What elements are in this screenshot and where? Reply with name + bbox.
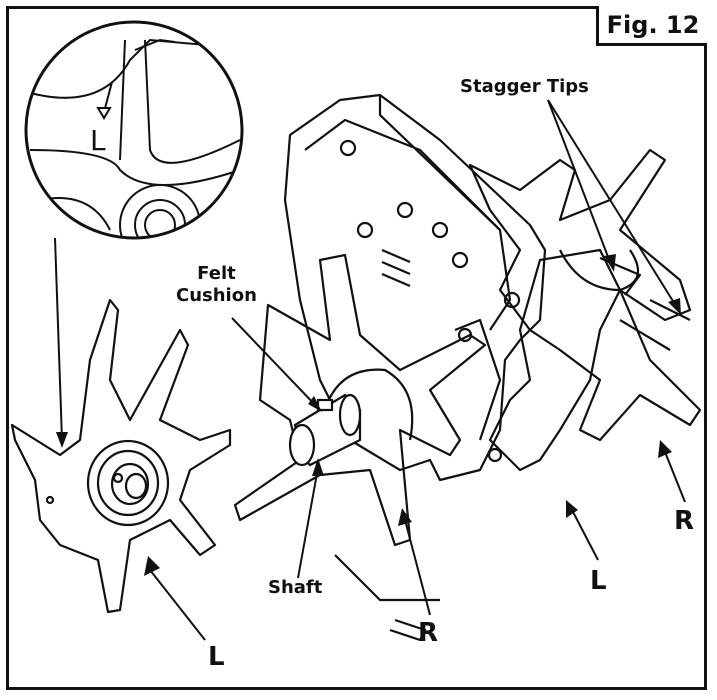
stagger-tips-label: Stagger Tips — [460, 76, 589, 97]
felt-cushion-leader — [231, 317, 319, 409]
right-rear-arrow — [664, 451, 686, 503]
stagger-tips-leader-b — [547, 99, 677, 307]
right-tine-rear — [468, 148, 702, 442]
felt-cushion-label-line1: Felt — [197, 263, 236, 284]
shaft-label: Shaft — [268, 577, 323, 598]
right-tine-front — [233, 253, 487, 642]
transmission-housing — [283, 93, 547, 482]
shaft — [288, 393, 362, 467]
stagger-tips-leader-a — [547, 99, 611, 263]
shaft-leader — [297, 467, 319, 579]
inset-leader-line — [54, 237, 63, 441]
left-tine-label: L — [208, 642, 225, 672]
inset-direction-mark: L — [90, 124, 106, 157]
figure-frame — [6, 6, 707, 690]
left-tine-rear — [488, 248, 642, 472]
left-tine-rear-label: L — [590, 566, 607, 596]
left-rear-arrow — [571, 509, 599, 561]
right-tine-front-label: R — [418, 618, 439, 648]
left-tine-arrow — [149, 569, 206, 641]
right-tine-rear-label: R — [674, 506, 695, 536]
felt-cushion-label: Felt Cushion — [176, 263, 257, 307]
left-tine-detached — [10, 298, 232, 614]
felt-cushion-label-line2: Cushion — [176, 285, 257, 306]
right-front-arrow — [404, 519, 431, 616]
detail-inset — [24, 20, 244, 240]
figure-number: Fig. 12 — [596, 6, 707, 46]
